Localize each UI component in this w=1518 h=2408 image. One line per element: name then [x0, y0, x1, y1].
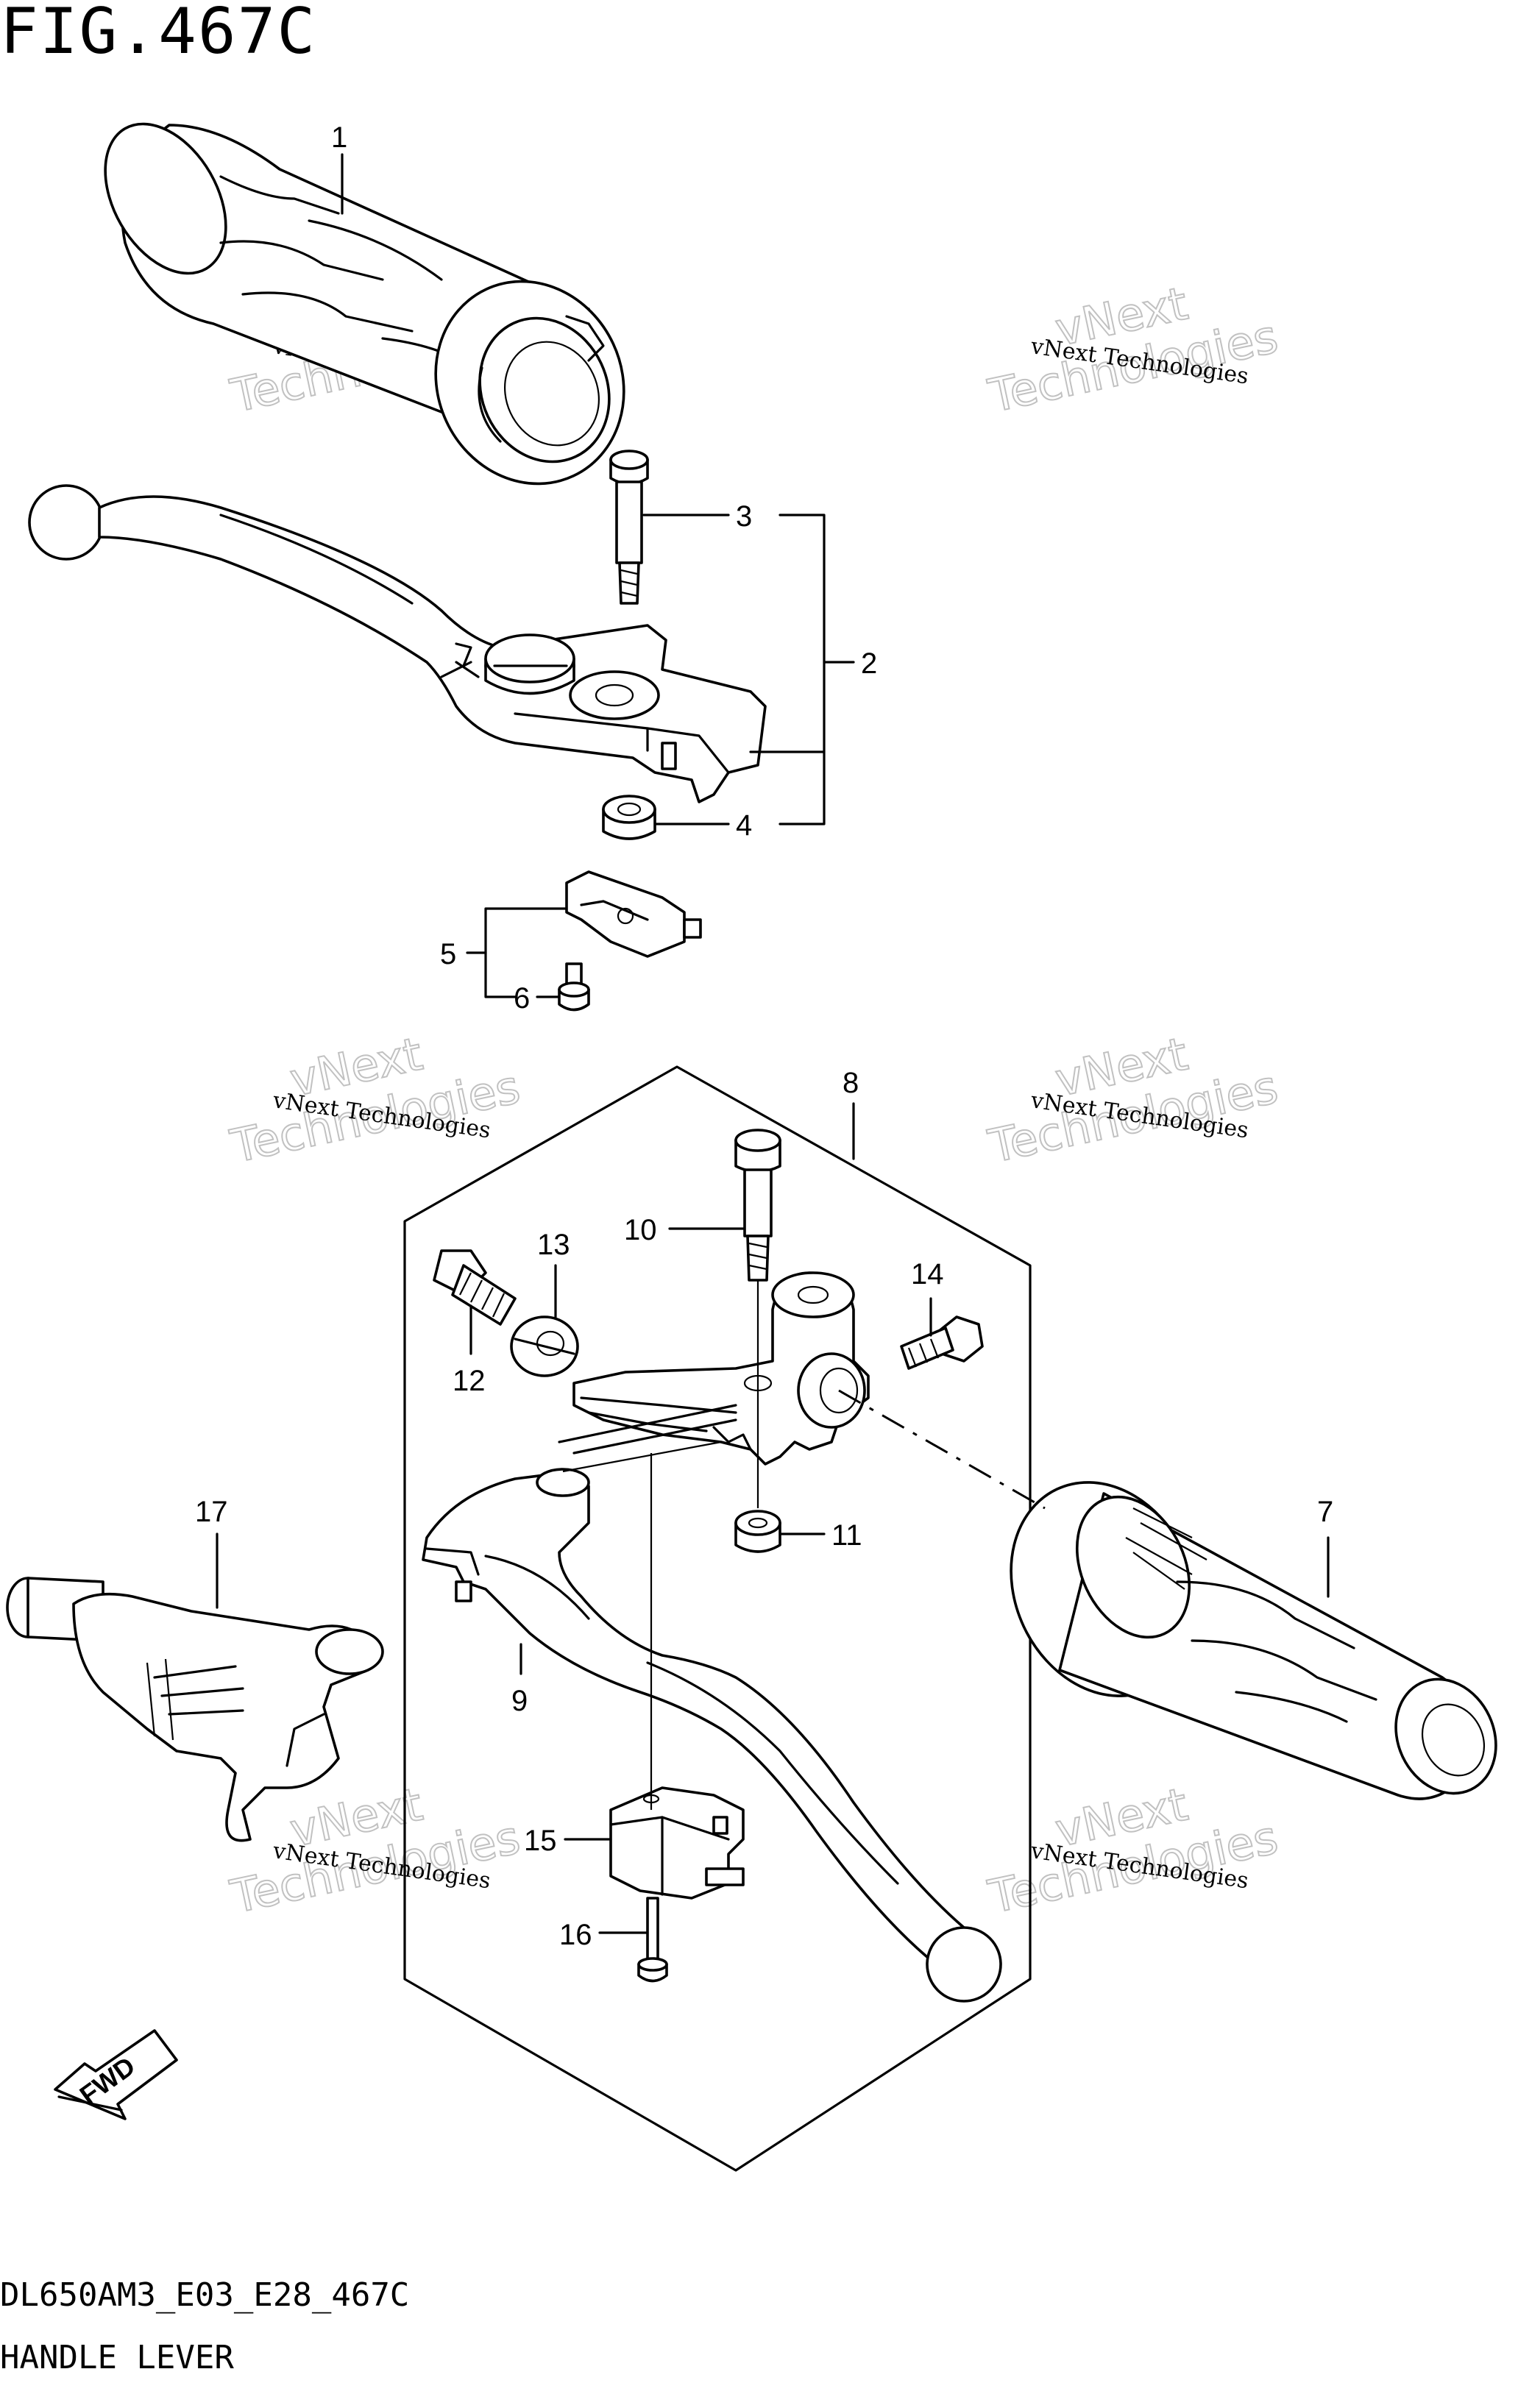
figure-code: DL650AM3_E03_E28_467C	[0, 2276, 410, 2314]
part-8-kit-outline	[403, 1065, 1032, 2172]
part-14-clamp-bolt	[900, 1315, 984, 1370]
part-7-right-handlebar-grip	[1010, 1481, 1497, 1800]
figure-title: FIG.467C	[0, 0, 317, 68]
callout-13: 13	[537, 1229, 570, 1261]
clutch-lever-holder	[558, 1271, 870, 1466]
callout-11: 11	[831, 1519, 862, 1552]
part-3-pivot-bolt	[609, 450, 649, 605]
callout-2: 2	[861, 647, 877, 680]
callout-7: 7	[1317, 1496, 1333, 1528]
watermark-mid-left: Technologies vNext vNext Technologies	[225, 1026, 525, 1174]
callout-3: 3	[736, 500, 752, 533]
watermark-bottom-left: Technologies vNext vNext Technologies	[225, 1777, 525, 1925]
part-17-clutch-cable-end	[6, 1577, 384, 1842]
callout-15: 15	[524, 1825, 557, 1857]
part-1-left-handlebar-grip	[104, 122, 625, 486]
part-12-adjuster-screw	[433, 1249, 517, 1326]
part-13-spring-washer	[510, 1315, 579, 1377]
watermark-top-right: Technologies vNext vNext Technologies	[983, 276, 1283, 424]
callout-16: 16	[559, 1919, 592, 1951]
callout-17: 17	[195, 1496, 228, 1528]
callout-1: 1	[331, 121, 347, 154]
part-6-switch-screw	[558, 962, 590, 1012]
callout-6: 6	[514, 982, 530, 1015]
callout-4: 4	[736, 809, 752, 842]
callout-14: 14	[911, 1258, 944, 1290]
callout-labels: 1 2 3 4 5 6 7 8 9 10 11 12 13 14 15 16 1…	[195, 121, 1333, 1951]
part-9-clutch-lever	[422, 1468, 1002, 2003]
part-10-pivot-bolt	[734, 1129, 781, 1282]
part-4-nut	[602, 795, 656, 840]
callout-leaders	[216, 153, 1330, 1934]
watermark-mid-right: Technologies vNext vNext Technologies	[983, 1026, 1283, 1174]
part-16-switch-screw	[637, 1897, 668, 1983]
part-15-clutch-switch	[609, 1786, 745, 1900]
callout-12: 12	[453, 1365, 486, 1397]
fwd-arrow: FWD	[54, 2029, 178, 2120]
part-2-brake-lever-assembly	[28, 484, 767, 803]
part-11-nut	[734, 1510, 781, 1553]
figure-name: HANDLE LEVER	[0, 2339, 234, 2376]
callout-8: 8	[843, 1067, 859, 1099]
part-5-brake-light-switch	[565, 870, 702, 958]
callout-10: 10	[624, 1214, 657, 1246]
watermark-bottom-right: Technologies vNext vNext Technologies	[983, 1777, 1283, 1925]
callout-9: 9	[511, 1685, 528, 1717]
callout-5: 5	[440, 938, 456, 970]
